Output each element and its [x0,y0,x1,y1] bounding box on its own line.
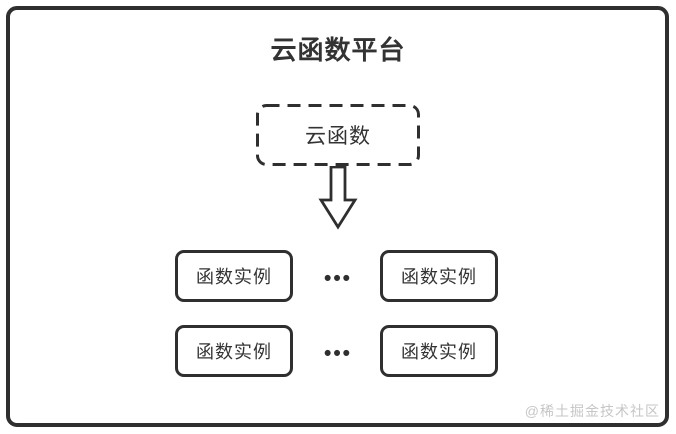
dashed-border-shape [256,104,420,166]
ellipsis-row-1: ••• [323,267,353,290]
function-instance-box: 函数实例 [175,325,293,377]
watermark: @稀土掘金技术社区 [524,403,660,419]
function-instance-box: 函数实例 [175,250,293,302]
cloud-function-node: 云函数 [256,104,420,166]
cloud-function-label: 云函数 [305,125,371,148]
down-arrow-icon [318,166,358,230]
ellipsis-row-2: ••• [323,342,353,365]
function-instance-box: 函数实例 [380,325,498,377]
diagram-title: 云函数平台 [270,35,406,65]
function-instance-box: 函数实例 [380,250,498,302]
